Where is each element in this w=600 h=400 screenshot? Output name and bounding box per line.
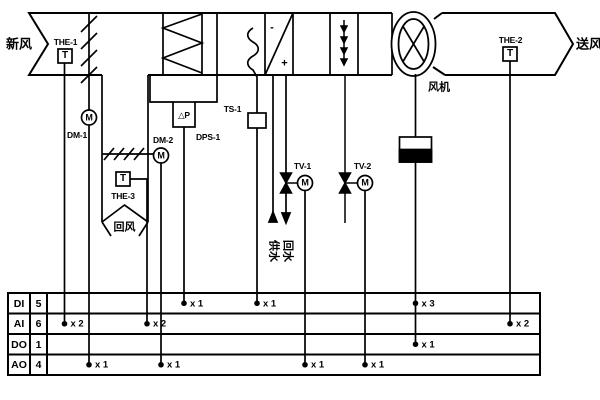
- io-connection-dot: [412, 300, 419, 307]
- io-row-count-di: 5: [35, 297, 42, 310]
- io-point-count: x 1: [190, 298, 204, 309]
- return-air-label: 回风: [113, 221, 136, 234]
- supply-water-label: 供水: [267, 240, 279, 262]
- io-connection-dot: [412, 341, 419, 348]
- supply-air-label: 送风: [575, 36, 600, 52]
- tv2-m-letter: M: [361, 177, 369, 188]
- coil-minus-sign: -: [270, 21, 274, 34]
- the3-sensor: [115, 171, 148, 324]
- dps1-switch: [149, 75, 218, 304]
- fan-pressure-switch: [398, 74, 433, 345]
- fresh-air-label: 新风: [5, 36, 33, 52]
- io-point-count: x 1: [421, 339, 435, 350]
- the2-t-letter: T: [506, 48, 514, 59]
- io-point-count: x 1: [167, 359, 181, 371]
- fan-label: 风机: [428, 81, 450, 94]
- the3-t-letter: T: [119, 173, 127, 184]
- dm2-m-letter: M: [157, 150, 165, 160]
- io-row-label-do: DO: [11, 338, 27, 351]
- return-water-label: 回水: [281, 240, 293, 262]
- io-connection-dot: [507, 320, 513, 327]
- io-row-count-ai: 6: [35, 317, 42, 330]
- return-air-damper-icon: [102, 147, 154, 161]
- io-table-grid: [7, 292, 541, 376]
- filter-icon: [160, 13, 205, 74]
- dm1-m-letter: M: [85, 112, 93, 122]
- humidifier-spray-icon: [339, 20, 349, 67]
- the1-sensor: [57, 48, 73, 324]
- duct-section-dividers: [162, 13, 393, 75]
- io-connection-dot: [181, 300, 187, 307]
- ts1-tag: TS-1: [223, 103, 242, 114]
- dps1-tag: DPS-1: [195, 131, 221, 142]
- duct-outline: [27, 12, 575, 76]
- io-connection-dot: [254, 300, 260, 307]
- tv1-tag: TV-1: [293, 160, 312, 171]
- io-connection-dot: [302, 361, 308, 368]
- tv2-valve: [338, 75, 374, 365]
- return-air-duct: [101, 75, 149, 237]
- the1-tag: THE-1: [53, 36, 78, 47]
- coil-plus-sign: +: [281, 57, 288, 70]
- dm1-tag: DM-1: [67, 129, 87, 140]
- io-connection-dot: [86, 361, 92, 368]
- io-point-count: x 1: [263, 298, 277, 309]
- io-point-count: x 2: [153, 318, 167, 330]
- fan-icon: [390, 11, 437, 77]
- ts1-switch: [247, 112, 267, 129]
- io-point-count: x 2: [516, 318, 530, 330]
- io-row-label-ao: AO: [11, 358, 27, 371]
- io-point-count: x 1: [311, 359, 325, 371]
- fresh-air-damper-icon: [80, 13, 98, 84]
- io-row-count-ao: 4: [35, 358, 42, 371]
- io-connection-dot: [362, 361, 368, 368]
- coil-icon: [264, 12, 294, 76]
- io-connection-dot: [61, 320, 68, 327]
- io-row-label-di: DI: [13, 297, 25, 310]
- io-connection-dot: [158, 361, 164, 368]
- dps1-dp-symbol: △P: [178, 109, 190, 120]
- io-connection-dots: [61, 300, 513, 368]
- frost-sensor-element-icon: [246, 27, 260, 304]
- the2-sensor: [502, 46, 518, 324]
- tv2-tag: TV-2: [353, 160, 372, 171]
- io-point-count: x 3: [421, 298, 435, 309]
- io-point-count: x 2: [70, 318, 84, 330]
- io-point-count: x 1: [95, 359, 109, 371]
- the2-tag: THE-2: [498, 34, 523, 45]
- the3-tag: THE-3: [111, 190, 135, 201]
- dm2-actuator: [152, 147, 170, 365]
- dm2-tag: DM-2: [153, 134, 173, 145]
- tv1-m-letter: M: [301, 177, 309, 188]
- the1-t-letter: T: [61, 50, 69, 61]
- io-row-label-ai: AI: [13, 317, 25, 330]
- tv1-valve: [279, 172, 314, 365]
- io-row-count-do: 1: [35, 338, 42, 351]
- dm1-actuator: [80, 75, 98, 365]
- water-pipes: [267, 75, 292, 226]
- io-connection-dot: [144, 320, 150, 327]
- io-point-count: x 1: [371, 359, 385, 371]
